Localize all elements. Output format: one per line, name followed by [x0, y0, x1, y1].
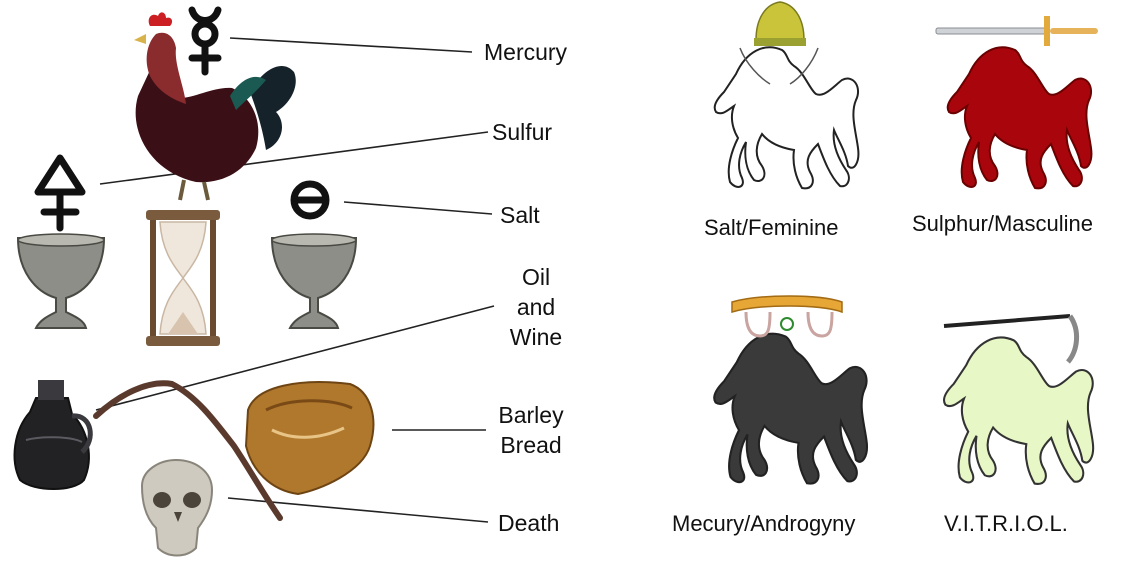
mercury-line	[230, 38, 472, 52]
label-oil-and-wine: Oil and Wine	[500, 262, 572, 352]
salt-symbol-icon	[294, 184, 326, 216]
label-barley-line2: Bread	[490, 430, 572, 460]
label-oil-line2: and	[500, 292, 572, 322]
label-mercury: Mercury	[484, 37, 567, 67]
red-horse-icon	[948, 47, 1092, 188]
caption-salt-feminine: Salt/Feminine	[704, 214, 839, 242]
label-oil-line3: Wine	[500, 322, 572, 352]
bread-icon	[246, 382, 373, 494]
caption-vitriol: V.I.T.R.I.O.L.	[944, 510, 1068, 538]
chalice-icon	[272, 234, 356, 328]
label-death: Death	[498, 508, 559, 538]
label-salt: Salt	[500, 200, 540, 230]
caption-mercury-androgyny: Mecury/Androgyny	[672, 510, 855, 538]
label-sulfur: Sulfur	[492, 117, 552, 147]
mercury-symbol-icon	[192, 10, 218, 72]
salt-line	[344, 202, 492, 214]
white-horse-icon	[715, 47, 859, 188]
balance-scales-icon	[732, 296, 842, 336]
skull-icon	[142, 460, 212, 556]
hourglass-icon	[146, 210, 220, 346]
chalice-icon	[18, 234, 104, 328]
sword-icon	[936, 16, 1098, 46]
label-barley-bread: Barley Bread	[490, 400, 572, 460]
caption-sulphur-masculine: Sulphur/Masculine	[912, 210, 1093, 238]
black-horse-icon	[714, 334, 867, 484]
sulfur-symbol-icon	[38, 158, 82, 228]
label-oil-line1: Oil	[500, 262, 572, 292]
label-barley-line1: Barley	[490, 400, 572, 430]
oil-jug-icon	[15, 380, 91, 489]
